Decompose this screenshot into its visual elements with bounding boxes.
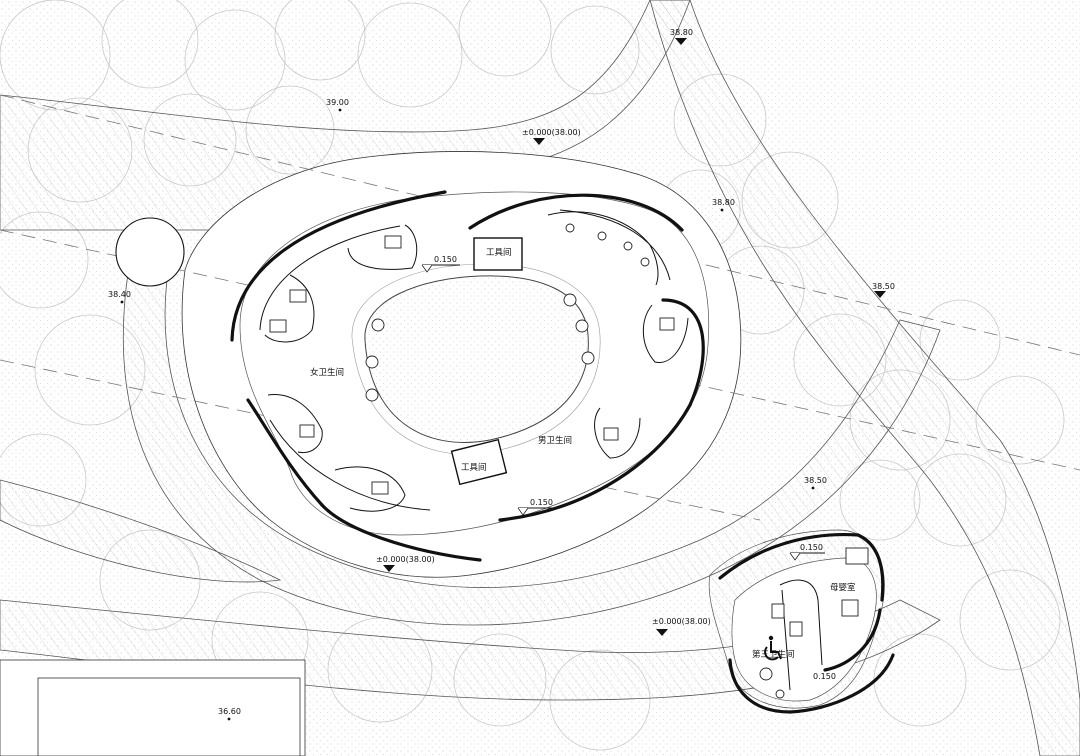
level-label-3840: 38.40: [108, 290, 131, 299]
level-label-zero-right: ±0.000(38.00): [652, 617, 711, 626]
level-label-zero-top: ±0.000(38.00): [522, 128, 581, 137]
room-label-mother-baby: 母婴室: [830, 582, 856, 593]
room-label-mens: 男卫生间: [538, 435, 572, 446]
room-label-womens: 女卫生间: [310, 367, 344, 378]
level-label-3900: 39.00: [326, 98, 349, 107]
room-labels: 女卫生间 男卫生间 工具间 工具间 母婴室 第三卫生间: [310, 248, 856, 660]
level-label-3880-mid: 38.80: [712, 198, 735, 207]
spot-height-labels: 0.150 0.150 0.150 0.150: [434, 255, 836, 681]
small-restroom-building: [708, 529, 895, 714]
room-label-accessible: 第三卫生间: [752, 649, 795, 660]
feature-tree: [115, 217, 185, 287]
spot-height-markers: [421, 264, 825, 561]
level-label-3850-lower: 38.50: [804, 476, 827, 485]
level-label-zero-bottom: ±0.000(38.00): [376, 555, 435, 564]
level-triangles: [120, 38, 886, 721]
level-label-3660: 36.60: [218, 707, 241, 716]
level-label-3880-top: 38.80: [670, 28, 693, 37]
spot-height-main-left: 0.150: [434, 255, 457, 264]
adjacent-building: [0, 659, 306, 756]
main-restroom-building: [230, 190, 710, 562]
room-label-tool-bottom: 工具间: [461, 463, 487, 473]
level-labels: 38.80 39.00 ±0.000(38.00) 38.80 38.40 38…: [108, 28, 895, 716]
room-label-tool-top: 工具间: [486, 248, 512, 258]
wheelchair-icon: [764, 635, 782, 661]
spot-height-small-top: 0.150: [800, 543, 823, 552]
spot-height-small-bottom: 0.150: [813, 672, 836, 681]
spot-height-main-bottom: 0.150: [530, 498, 553, 507]
level-label-3850-right: 38.50: [872, 282, 895, 291]
